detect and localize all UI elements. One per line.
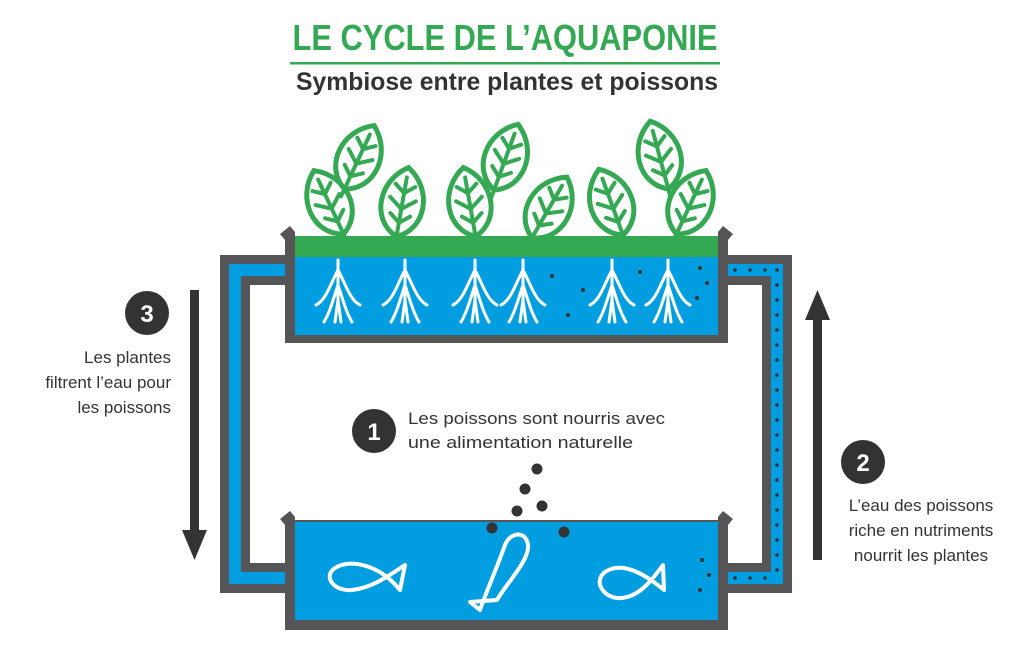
plant-bed-tank bbox=[280, 226, 733, 343]
step-number-badge bbox=[125, 291, 169, 335]
step-text: une alimentation naturelle bbox=[408, 433, 633, 452]
leaf-icon bbox=[446, 164, 494, 247]
fish-icon bbox=[327, 561, 407, 593]
root-icon bbox=[644, 258, 692, 324]
plant-leaves bbox=[304, 118, 716, 247]
arrow-down-icon bbox=[182, 290, 207, 560]
fish-icon bbox=[597, 563, 666, 601]
root-icon bbox=[314, 258, 362, 324]
step-text: riche en nutriments bbox=[849, 521, 994, 540]
grow-bed bbox=[295, 236, 718, 257]
step-3: 3 Les plantes filtrent l’eau pour les po… bbox=[45, 291, 171, 417]
leaf-icon bbox=[635, 118, 684, 199]
svg-text:2: 2 bbox=[856, 450, 869, 477]
step-1: 1 Les poissons sont nourris avec une ali… bbox=[352, 409, 666, 453]
leaf-icon bbox=[587, 166, 637, 245]
leaf-icon bbox=[333, 122, 384, 199]
title: LE CYCLE DE L’AQUAPONIE bbox=[293, 17, 718, 58]
step-text: L’eau des poissons bbox=[849, 496, 994, 515]
step-2: 2 L’eau des poissons riche en nutriments… bbox=[841, 440, 993, 565]
leaf-icon bbox=[665, 167, 716, 244]
root-icon bbox=[499, 258, 547, 324]
step-text: les poissons bbox=[77, 398, 171, 417]
step-text: Les poissons sont nourris avec bbox=[408, 409, 666, 428]
arrow-up-icon bbox=[805, 290, 830, 560]
step-text: Les plantes bbox=[84, 348, 171, 367]
step-text: filtrent l’eau pour bbox=[45, 373, 171, 392]
leaf-icon bbox=[480, 121, 530, 200]
svg-text:3: 3 bbox=[140, 301, 153, 328]
title-underline bbox=[290, 62, 720, 65]
step-text: nourrit les plantes bbox=[854, 546, 988, 565]
subtitle: Symbiose entre plantes et poissons bbox=[296, 68, 718, 96]
step-number-badge bbox=[841, 440, 885, 484]
fish-tank bbox=[280, 511, 733, 630]
root-icon bbox=[381, 258, 429, 324]
plant-roots bbox=[314, 258, 692, 324]
root-icon bbox=[451, 258, 499, 324]
fish-icon bbox=[468, 532, 531, 612]
root-icon bbox=[588, 258, 636, 324]
fish-food-pellets bbox=[486, 463, 570, 538]
step-number-badge bbox=[352, 409, 396, 453]
leaf-icon bbox=[378, 164, 426, 247]
leaf-icon bbox=[522, 174, 575, 247]
svg-text:1: 1 bbox=[367, 419, 380, 446]
